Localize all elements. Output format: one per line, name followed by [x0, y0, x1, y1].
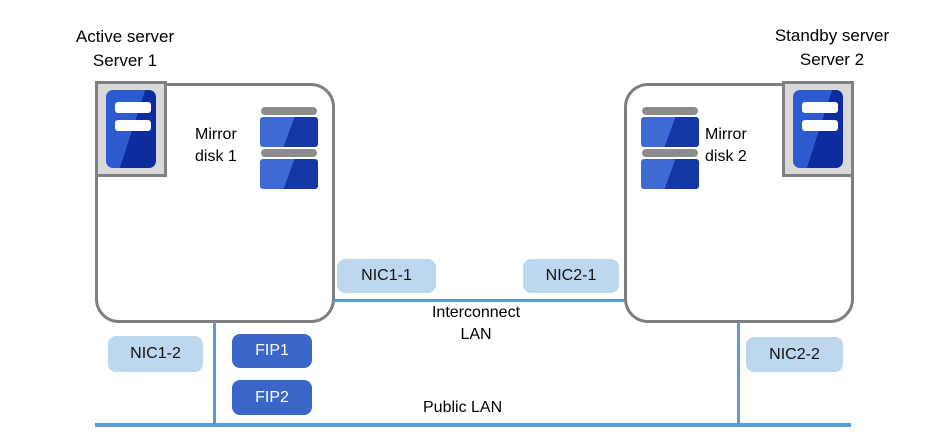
disk-cap	[261, 149, 317, 157]
public-lan-line	[95, 423, 851, 427]
server-icon-slot	[802, 102, 838, 113]
mirror-disk1-label: Mirror disk 1	[195, 126, 237, 165]
interconnect-lan-line	[334, 299, 624, 302]
mirror-disk1-icon	[260, 107, 318, 189]
server2-name-label: Server 2	[799, 50, 865, 69]
server-icon-chassis	[106, 90, 156, 168]
nic1-1-badge: NIC1-1	[337, 259, 436, 293]
server1-tower-icon	[95, 81, 167, 177]
nic1-2-badge: NIC1-2	[108, 336, 203, 372]
server-icon-slot	[115, 102, 151, 113]
disk-platter	[641, 117, 699, 147]
public-lan-label: Public LAN	[423, 399, 503, 416]
disk-platter	[641, 159, 699, 189]
server1-role-label: Active server	[75, 27, 175, 46]
disk-cap	[642, 107, 698, 115]
mirror-disk2-label: Mirror disk 2	[705, 126, 747, 165]
fip1-badge: FIP1	[232, 334, 312, 368]
server2-tower-icon	[782, 81, 854, 177]
nic2-1-badge: NIC2-1	[523, 259, 619, 293]
server-icon-slot	[802, 120, 838, 131]
server-icon-slot	[115, 120, 151, 131]
disk-cap	[261, 107, 317, 115]
interconnect-lan-label: Interconnect LAN	[431, 304, 521, 343]
server1-title: Active server Server 1	[40, 25, 210, 73]
disk-cap	[642, 149, 698, 157]
nic2-2-badge: NIC2-2	[746, 337, 843, 372]
server2-role-label: Standby server	[774, 26, 890, 45]
server2-public-lan-connector	[737, 322, 740, 424]
fip2-badge: FIP2	[232, 380, 312, 415]
server-icon-chassis	[793, 90, 843, 168]
disk-platter	[260, 117, 318, 147]
server1-public-lan-connector	[213, 322, 216, 424]
mirror-disk2-icon	[641, 107, 699, 189]
server2-title: Standby server Server 2	[747, 24, 917, 72]
server1-name-label: Server 1	[92, 51, 158, 70]
disk-platter	[260, 159, 318, 189]
